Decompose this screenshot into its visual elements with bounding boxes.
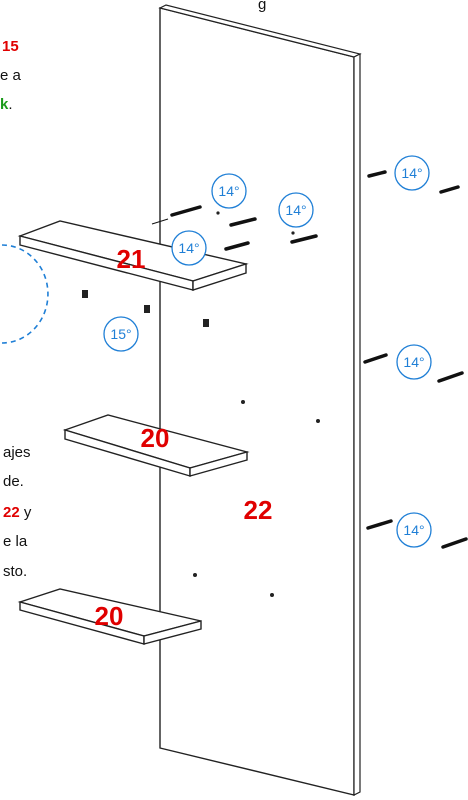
screw-tip xyxy=(151,218,169,225)
bottom-text-line2: de. xyxy=(3,473,24,490)
part-label-20-middle: 20 xyxy=(141,423,170,453)
bottom-text-line5: sto. xyxy=(3,563,28,580)
screw xyxy=(367,170,387,178)
detail-circle xyxy=(1,244,49,344)
svg-text:15°: 15° xyxy=(110,326,131,342)
bottom-text-line4: e la xyxy=(3,533,28,550)
panel-22 xyxy=(158,4,362,796)
hole xyxy=(216,211,220,215)
bottom-text-line3: 22 y xyxy=(3,503,31,523)
angle-callout: 15° xyxy=(103,316,139,352)
cam-fitting xyxy=(82,290,88,298)
screw xyxy=(229,217,257,227)
angle-callout: 14° xyxy=(171,230,207,266)
screw xyxy=(437,371,464,383)
screw xyxy=(224,241,250,251)
left-text-line1: 15 xyxy=(2,38,19,55)
svg-text:14°: 14° xyxy=(285,202,306,218)
hole xyxy=(270,593,274,597)
cam-fitting xyxy=(203,319,209,327)
top-text-fragment: g xyxy=(258,0,267,13)
bottom-text-line3-red: 22 xyxy=(3,504,20,521)
hole xyxy=(291,231,295,235)
screw xyxy=(170,205,202,217)
shelf-20-middle xyxy=(62,414,250,477)
angle-callout: 14° xyxy=(211,173,247,209)
svg-text:14°: 14° xyxy=(401,165,422,181)
screw xyxy=(290,234,318,244)
part-label-20-bottom: 20 xyxy=(95,601,124,631)
hole xyxy=(193,573,197,577)
cam-fitting xyxy=(144,305,150,313)
part-label-21: 21 xyxy=(117,244,146,274)
screw xyxy=(366,519,393,530)
hole xyxy=(316,419,320,423)
angle-callout: 14° xyxy=(278,192,314,228)
shelf-21 xyxy=(17,220,249,291)
screw xyxy=(439,185,460,194)
screw xyxy=(363,353,388,364)
svg-text:14°: 14° xyxy=(178,240,199,256)
svg-text:14°: 14° xyxy=(218,183,239,199)
angle-callout: 14° xyxy=(396,344,432,380)
hole xyxy=(241,400,245,404)
bottom-text-line1: ajes xyxy=(3,444,31,461)
bottom-text-line3-rest: y xyxy=(19,504,32,521)
part-label-22: 22 xyxy=(244,495,273,525)
left-text-line3-dot: . xyxy=(8,96,13,113)
angle-callout: 14° xyxy=(396,512,432,548)
svg-text:14°: 14° xyxy=(403,522,424,538)
screw xyxy=(441,537,468,549)
left-text-line2: e a xyxy=(0,67,21,84)
left-text-line3-green: k xyxy=(0,96,9,113)
angle-callout: 14° xyxy=(394,155,430,191)
shelf-20-bottom xyxy=(17,588,202,645)
left-text-line3: k. xyxy=(0,95,13,115)
svg-text:14°: 14° xyxy=(403,354,424,370)
